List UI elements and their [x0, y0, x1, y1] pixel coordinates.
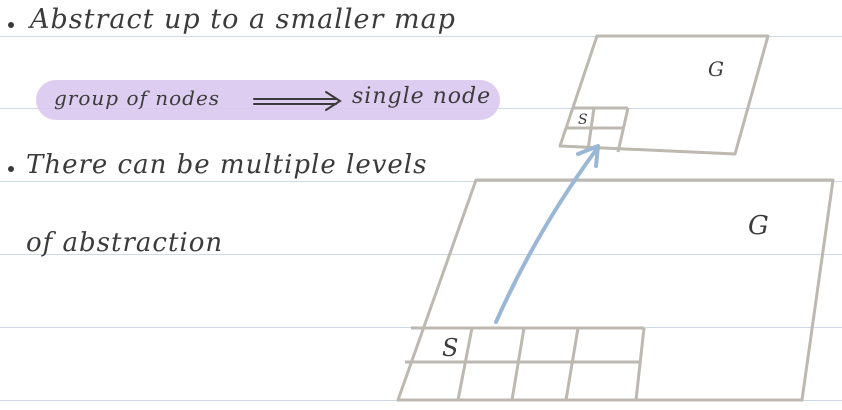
double-arrow-icon	[253, 91, 342, 111]
small-map-start-label: S	[578, 112, 588, 128]
highlight-text-right: single node	[352, 84, 492, 109]
large-map-goal-label: G	[748, 211, 769, 241]
large-map	[396, 178, 835, 402]
highlight-text-left: group of nodes	[54, 86, 221, 110]
small-map-goal-label: G	[708, 57, 724, 81]
large-map-start-label: S	[442, 334, 458, 362]
bullet-icon	[8, 22, 14, 28]
note-line-abstract: Abstract up to a smaller map	[30, 4, 456, 35]
abstraction-arrow-icon	[494, 144, 600, 324]
ruled-line	[0, 254, 842, 255]
ruled-line	[0, 36, 842, 37]
note-line-abstraction: of abstraction	[26, 228, 224, 258]
small-map	[558, 34, 770, 156]
ruled-line	[0, 181, 842, 182]
note-line-levels: There can be multiple levels	[26, 150, 428, 180]
bullet-icon	[8, 166, 14, 172]
